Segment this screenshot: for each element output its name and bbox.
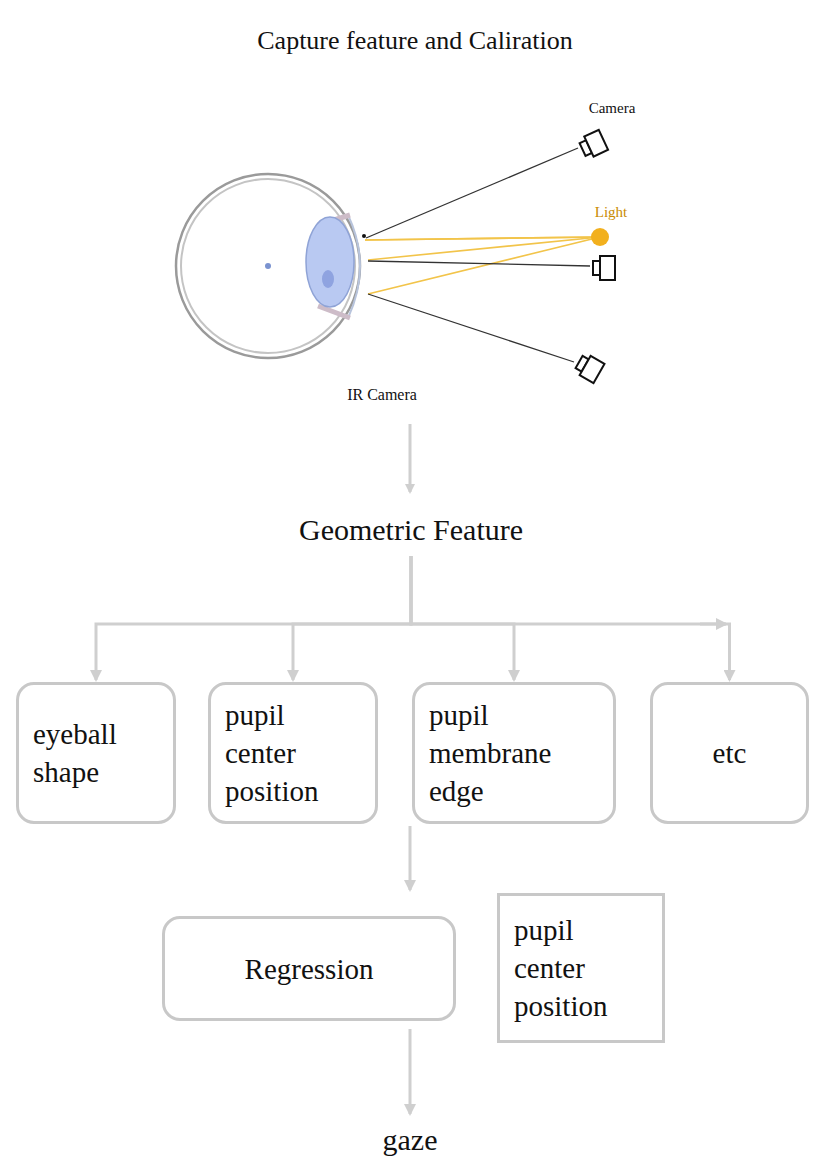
camera-symbol: [574, 352, 605, 383]
feature-box: eyeball shape: [16, 682, 176, 824]
glint: [362, 234, 366, 238]
node-text: pupil membrane edge: [429, 696, 599, 810]
node-text: pupil center position: [514, 911, 648, 1025]
camera-label: Camera: [589, 100, 636, 117]
flow-connector: [409, 1029, 412, 1114]
node-text: Geometric Feature: [240, 511, 582, 549]
light-rays: [365, 237, 600, 294]
feature-box: etc: [650, 682, 809, 824]
flow-connector: [96, 556, 411, 680]
node-text: eyeball shape: [33, 715, 159, 791]
result-text: gaze: [350, 1118, 470, 1162]
camera-symbol: [593, 256, 615, 280]
camera-lines: [366, 148, 590, 362]
pupil: [322, 270, 334, 288]
eyeball-outline: [176, 174, 360, 358]
process-box: Regression: [162, 916, 456, 1021]
lens: [306, 217, 354, 307]
node-text: gaze: [350, 1121, 470, 1159]
flow-arrow: [409, 424, 412, 492]
flow-connector: [293, 556, 411, 680]
flow-connector: [411, 556, 514, 680]
flow-connector: [411, 556, 730, 680]
stage-heading: Geometric Feature: [240, 508, 582, 552]
output-box: pupil center position: [497, 893, 665, 1043]
feature-box: pupil membrane edge: [412, 682, 616, 824]
eyeball-inner: [181, 179, 355, 353]
diagram-title: Capture feature and Caliration: [257, 26, 572, 56]
node-text: pupil center position: [225, 696, 361, 810]
light-source: [591, 228, 609, 246]
feature-box: pupil center position: [208, 682, 378, 824]
node-text: Regression: [245, 950, 374, 988]
eye-center: [265, 263, 271, 269]
camera-label: IR Camera: [347, 386, 417, 404]
flow-connector: [409, 826, 412, 890]
node-text: etc: [713, 734, 747, 772]
light-label: Light: [595, 204, 628, 221]
camera-symbol: [578, 130, 608, 160]
